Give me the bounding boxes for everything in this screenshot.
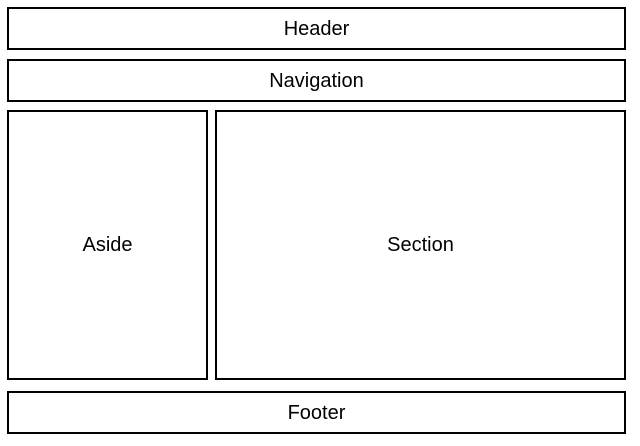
header-label: Header <box>283 17 350 40</box>
aside-block: Aside <box>7 110 208 380</box>
aside-label: Aside <box>82 234 133 256</box>
navigation-block: Navigation <box>7 59 626 102</box>
section-label: Section <box>387 234 454 256</box>
header-block: Header <box>7 7 626 50</box>
section-block: Section <box>215 110 626 380</box>
footer-block: Footer <box>7 391 626 434</box>
footer-label: Footer <box>287 401 346 424</box>
navigation-label: Navigation <box>269 69 364 92</box>
